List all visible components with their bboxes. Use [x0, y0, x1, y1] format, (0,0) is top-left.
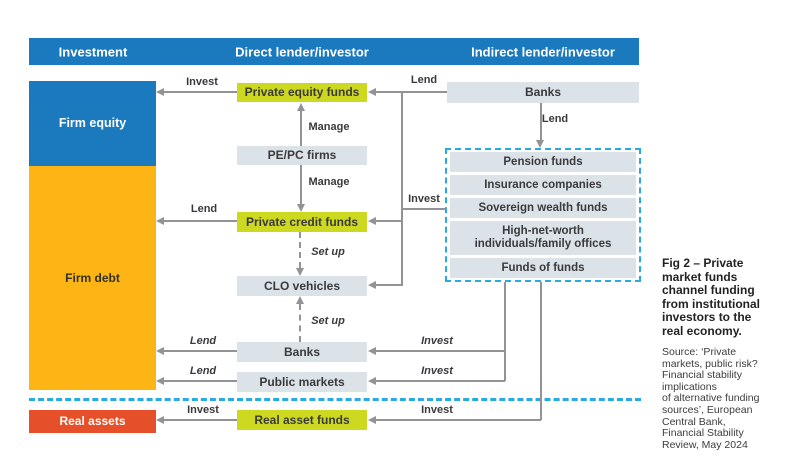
label-lend-banks-left: Lend	[189, 335, 217, 347]
trunk-invest-raf	[540, 282, 542, 420]
label-lend-pcf: Lend	[190, 203, 218, 215]
arrowhead-setup-banks	[296, 296, 304, 304]
label-lend-pm-left: Lend	[189, 365, 217, 377]
arrow-line-lend-banks-to-pef	[376, 91, 447, 93]
arrowhead-manage-down	[297, 204, 305, 212]
node-funds-of-funds: Funds of funds	[450, 258, 636, 278]
arrowhead-invest-firm-equity	[156, 88, 164, 96]
institutional-investors-group: Pension funds Insurance companies Sovere…	[445, 148, 641, 282]
node-firm-debt: Firm debt	[29, 166, 156, 390]
arrowhead-invest-to-raf	[368, 416, 376, 424]
trunk-invest-banks-pm	[504, 282, 506, 381]
arrowhead-manage-up	[297, 103, 305, 111]
label-invest-trunk: Invest	[408, 193, 440, 205]
arrow-line-setup-clo	[299, 232, 301, 268]
header-col-indirect-lender: Indirect lender/investor	[471, 44, 615, 59]
arrow-line-setup-banks	[299, 304, 301, 342]
node-private-equity-funds: Private equity funds	[237, 83, 367, 102]
label-invest-pm-right: Invest	[421, 365, 453, 377]
arrow-line-invest-to-banks	[376, 350, 505, 352]
label-setup-banks: Set up	[311, 315, 345, 327]
label-lend-banks-investors: Lend	[541, 113, 569, 125]
label-invest-banks-right: Invest	[421, 335, 453, 347]
figure-caption: Fig 2 – Private market funds channel fun…	[662, 256, 794, 451]
arrow-line-lend-firm-debt-pcf	[164, 220, 237, 222]
node-private-credit-funds: Private credit funds	[237, 212, 367, 232]
label-invest-raf-right: Invest	[421, 404, 453, 416]
arrowhead-invest-real-assets	[156, 416, 164, 424]
node-banks-indirect: Banks	[447, 82, 639, 103]
label-manage-up: Manage	[308, 121, 350, 133]
arrow-line-invest-to-pcf	[376, 220, 402, 222]
label-setup-clo: Set up	[311, 246, 345, 258]
label-invest-raf-left: Invest	[187, 404, 219, 416]
arrowhead-lend-banks-to-investors	[536, 140, 544, 148]
arrowhead-lend-firm-debt-pm	[156, 377, 164, 385]
node-public-markets: Public markets	[237, 372, 367, 392]
trunk-invest-vertical	[401, 92, 403, 286]
node-pe-pc-firms: PE/PC firms	[237, 146, 367, 165]
header-col-direct-lender: Direct lender/investor	[235, 44, 369, 59]
arrow-line-manage-down	[300, 165, 302, 205]
node-banks-direct: Banks	[237, 342, 367, 362]
arrowhead-invest-to-pm	[368, 377, 376, 385]
node-insurance-companies: Insurance companies	[450, 175, 636, 195]
arrowhead-lend-firm-debt-banks	[156, 347, 164, 355]
arrowhead-setup-clo	[296, 268, 304, 276]
node-pension-funds: Pension funds	[450, 152, 636, 172]
arrow-line-lend-banks-to-investors	[540, 103, 542, 141]
node-clo-vehicles: CLO vehicles	[237, 276, 367, 296]
line-invest-from-investors	[402, 208, 445, 210]
label-lend-banks-pef: Lend	[410, 74, 438, 86]
arrow-line-manage-up	[300, 110, 302, 146]
node-real-asset-funds: Real asset funds	[237, 410, 367, 430]
figure-caption-source: Source: ‘Private markets, public risk? F…	[662, 346, 760, 451]
node-real-assets: Real assets	[29, 410, 156, 433]
arrow-line-invest-to-pm	[376, 380, 505, 382]
node-high-net-worth: High-net-worth individuals/family office…	[450, 221, 636, 255]
arrow-line-lend-firm-debt-banks	[164, 350, 237, 352]
header-col-investment: Investment	[58, 44, 128, 59]
arrowhead-invest-to-pcf	[368, 217, 376, 225]
arrow-line-invest-real-assets	[164, 419, 237, 421]
real-assets-separator-line	[29, 398, 641, 401]
node-sovereign-wealth-funds: Sovereign wealth funds	[450, 198, 636, 218]
node-firm-equity: Firm equity	[29, 81, 156, 166]
label-manage-down: Manage	[308, 176, 350, 188]
figure-caption-title: Fig 2 – Private market funds channel fun…	[662, 256, 760, 338]
label-invest-firm-equity: Invest	[186, 76, 218, 88]
arrow-line-invest-to-clo	[376, 284, 402, 286]
arrowhead-lend-banks-to-pef	[368, 88, 376, 96]
arrow-line-invest-firm-equity	[164, 91, 237, 93]
arrowhead-invest-to-clo	[368, 281, 376, 289]
arrow-line-invest-to-raf	[376, 419, 541, 421]
header-bar: Investment Direct lender/investor Indire…	[29, 38, 639, 65]
arrowhead-invest-to-banks	[368, 347, 376, 355]
arrow-line-lend-firm-debt-pm	[164, 380, 237, 382]
arrowhead-lend-firm-debt-pcf	[156, 217, 164, 225]
